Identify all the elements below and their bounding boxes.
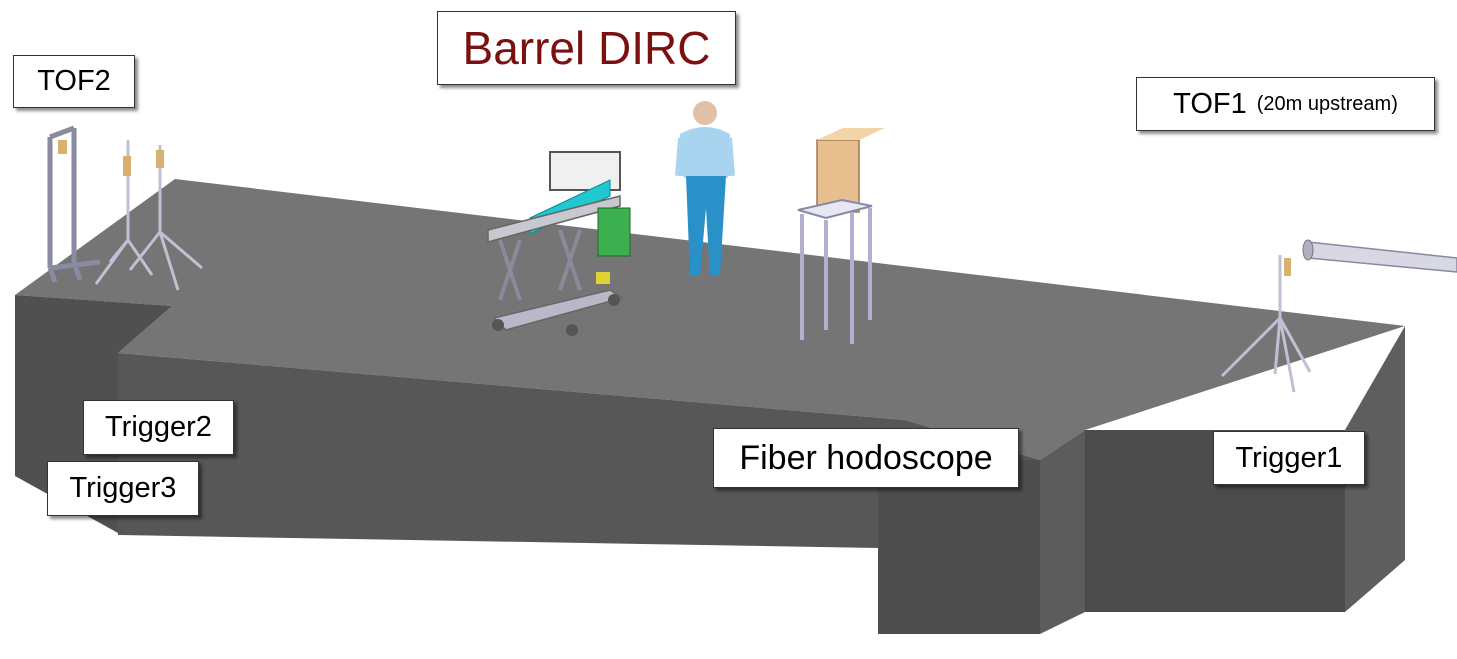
fiber-hodoscope-stand — [797, 128, 885, 344]
trigger2-label: Trigger2 — [83, 400, 234, 455]
floor-notch-front — [878, 460, 1040, 634]
tof1-label-text: TOF1 — [1173, 87, 1247, 120]
fiber-hodoscope-label-text: Fiber hodoscope — [739, 439, 993, 477]
fiber-hodoscope-label: Fiber hodoscope — [713, 428, 1019, 488]
floor-top — [15, 179, 1405, 460]
trigger3-label: Trigger3 — [47, 461, 199, 516]
floor-notch-side — [1040, 430, 1085, 634]
trigger2-label-text: Trigger2 — [105, 411, 212, 443]
tof2-stand — [47, 125, 101, 283]
trigger1-label-text: Trigger1 — [1235, 441, 1343, 474]
trigger-tripods-left — [94, 140, 203, 291]
human-figure — [675, 101, 735, 276]
tof1-note-text: (20m upstream) — [1256, 93, 1398, 115]
barrel-dirc-prototype — [487, 151, 631, 336]
barrel-dirc-title: Barrel DIRC — [437, 11, 736, 85]
barrel-dirc-title-text: Barrel DIRC — [462, 22, 711, 74]
trigger1-label: Trigger1 — [1213, 431, 1365, 485]
floor-front-side — [118, 353, 1040, 548]
tof2-label-text: TOF2 — [37, 65, 111, 97]
tof2-label: TOF2 — [13, 55, 135, 108]
tof1-label: TOF1 (20m upstream) — [1136, 77, 1435, 131]
trigger3-label-text: Trigger3 — [69, 472, 177, 504]
trigger1-tripod — [1220, 255, 1312, 393]
beam-pipe — [1302, 239, 1457, 273]
floor-right-side — [1345, 326, 1405, 612]
